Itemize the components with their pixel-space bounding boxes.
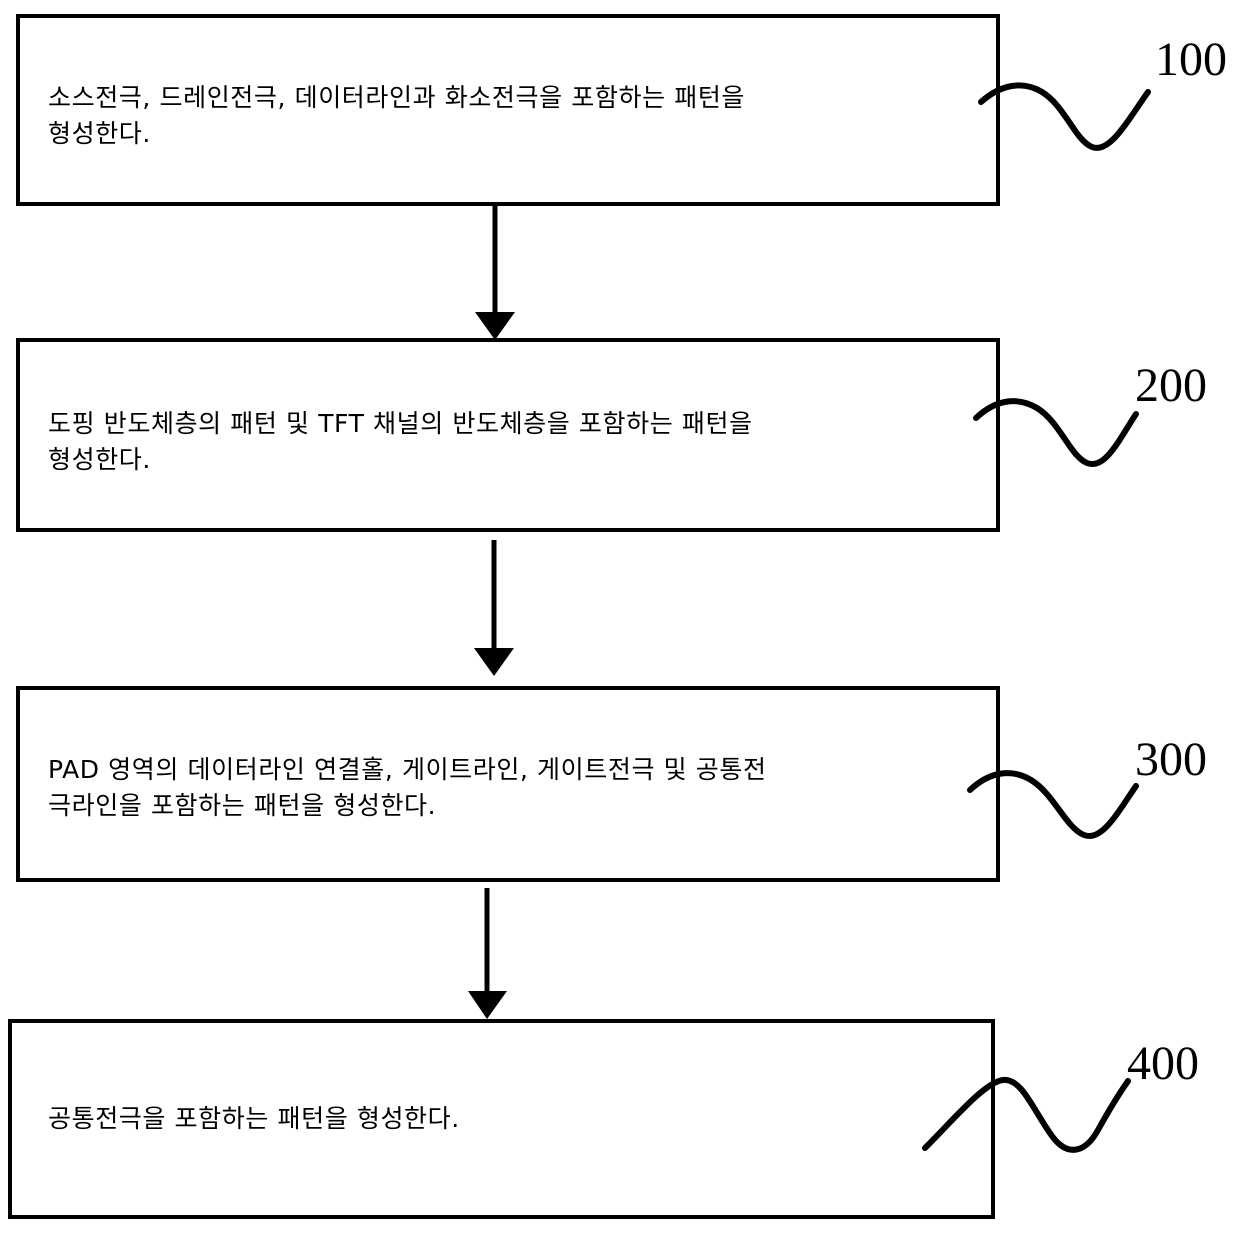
leader-line-200	[973, 398, 1139, 467]
process-step-text-400: 공통전극을 포함하는 패턴을 형성한다.	[48, 1104, 460, 1133]
process-step-box-300: PAD 영역의 데이터라인 연결홀, 게이트라인, 게이트전극 및 공통전 극라…	[16, 686, 1000, 882]
process-step-box-100: 소스전극, 드레인전극, 데이터라인과 화소전극을 포함하는 패턴을 형성한다.	[16, 14, 1000, 206]
process-step-text-200: 도핑 반도체층의 패턴 및 TFT 채널의 반도체층을 포함하는 패턴을 형성한…	[48, 409, 753, 474]
arrow-300-to-400	[468, 888, 507, 1019]
leader-line-100	[978, 82, 1151, 151]
reference-numeral-100: 100	[1155, 33, 1227, 86]
arrow-200-to-300	[474, 540, 514, 676]
arrow-100-to-200	[475, 206, 515, 340]
reference-numeral-300: 300	[1135, 733, 1207, 786]
reference-numeral-400: 400	[1127, 1037, 1199, 1090]
process-step-box-200: 도핑 반도체층의 패턴 및 TFT 채널의 반도체층을 포함하는 패턴을 형성한…	[16, 338, 1000, 532]
process-step-text-100: 소스전극, 드레인전극, 데이터라인과 화소전극을 포함하는 패턴을 형성한다.	[48, 83, 746, 148]
process-step-box-400: 공통전극을 포함하는 패턴을 형성한다.	[8, 1019, 995, 1219]
process-step-text-300: PAD 영역의 데이터라인 연결홀, 게이트라인, 게이트전극 및 공통전 극라…	[48, 755, 767, 820]
reference-numeral-200: 200	[1135, 359, 1207, 412]
